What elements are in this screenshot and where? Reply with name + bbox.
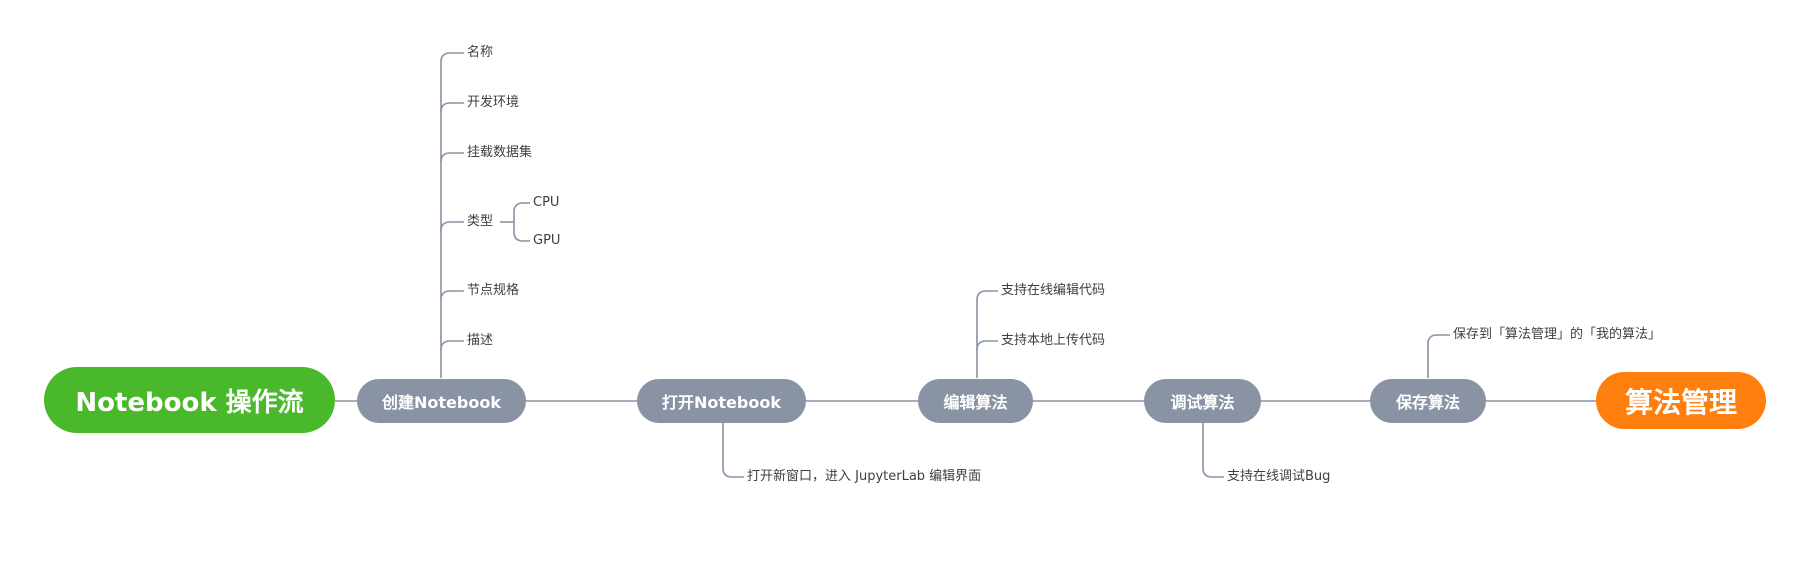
- create-detail-line: [440, 102, 464, 113]
- open-detail[interactable]: 打开新窗口，进入 JupyterLab 编辑界面: [747, 469, 982, 484]
- step-node-save[interactable]: 保存算法: [1370, 379, 1486, 423]
- create-detail-spec[interactable]: 节点规格: [467, 283, 520, 298]
- create-detail-line: [440, 290, 464, 301]
- end-node[interactable]: 算法管理: [1596, 372, 1766, 429]
- edit-detail-online[interactable]: 支持在线编辑代码: [1001, 283, 1106, 298]
- debug-detail[interactable]: 支持在线调试Bug: [1227, 469, 1331, 484]
- step-node-debug[interactable]: 调试算法: [1144, 379, 1261, 423]
- step-label: 调试算法: [1170, 393, 1235, 412]
- create-detail-name[interactable]: 名称: [467, 45, 494, 60]
- step-label: 创建Notebook: [382, 393, 501, 412]
- step-label: 编辑算法: [943, 393, 1008, 412]
- debug-branch-line: [1202, 422, 1224, 478]
- create-detail-desc[interactable]: 描述: [467, 333, 494, 348]
- edit-branch-line: [976, 290, 998, 378]
- step-node-edit[interactable]: 编辑算法: [918, 379, 1033, 423]
- step-node-create[interactable]: 创建Notebook: [357, 379, 526, 423]
- end-label: 算法管理: [1624, 385, 1737, 419]
- type-option-line: [513, 222, 530, 242]
- create-detail-line: [440, 152, 464, 163]
- create-detail-env[interactable]: 开发环境: [467, 95, 520, 110]
- root-node[interactable]: Notebook 操作流: [44, 367, 335, 433]
- create-branch-line: [440, 52, 464, 378]
- type-option-line: [513, 202, 530, 222]
- save-detail[interactable]: 保存到「算法管理」的「我的算法」: [1453, 327, 1662, 342]
- create-detail-line: [440, 221, 464, 232]
- edit-detail-upload[interactable]: 支持本地上传代码: [1001, 333, 1106, 348]
- type-option-cpu[interactable]: CPU: [533, 195, 560, 210]
- edit-detail-line: [976, 340, 998, 351]
- type-option-gpu[interactable]: GPU: [533, 233, 561, 248]
- create-detail-line: [440, 340, 464, 351]
- step-label: 保存算法: [1395, 393, 1460, 412]
- step-node-open[interactable]: 打开Notebook: [637, 379, 806, 423]
- save-branch-line: [1427, 334, 1450, 378]
- create-detail-dataset[interactable]: 挂载数据集: [467, 145, 533, 160]
- create-detail-type[interactable]: 类型: [467, 214, 494, 229]
- open-branch-line: [722, 422, 744, 478]
- root-label: Notebook 操作流: [75, 387, 304, 418]
- step-label: 打开Notebook: [662, 393, 781, 412]
